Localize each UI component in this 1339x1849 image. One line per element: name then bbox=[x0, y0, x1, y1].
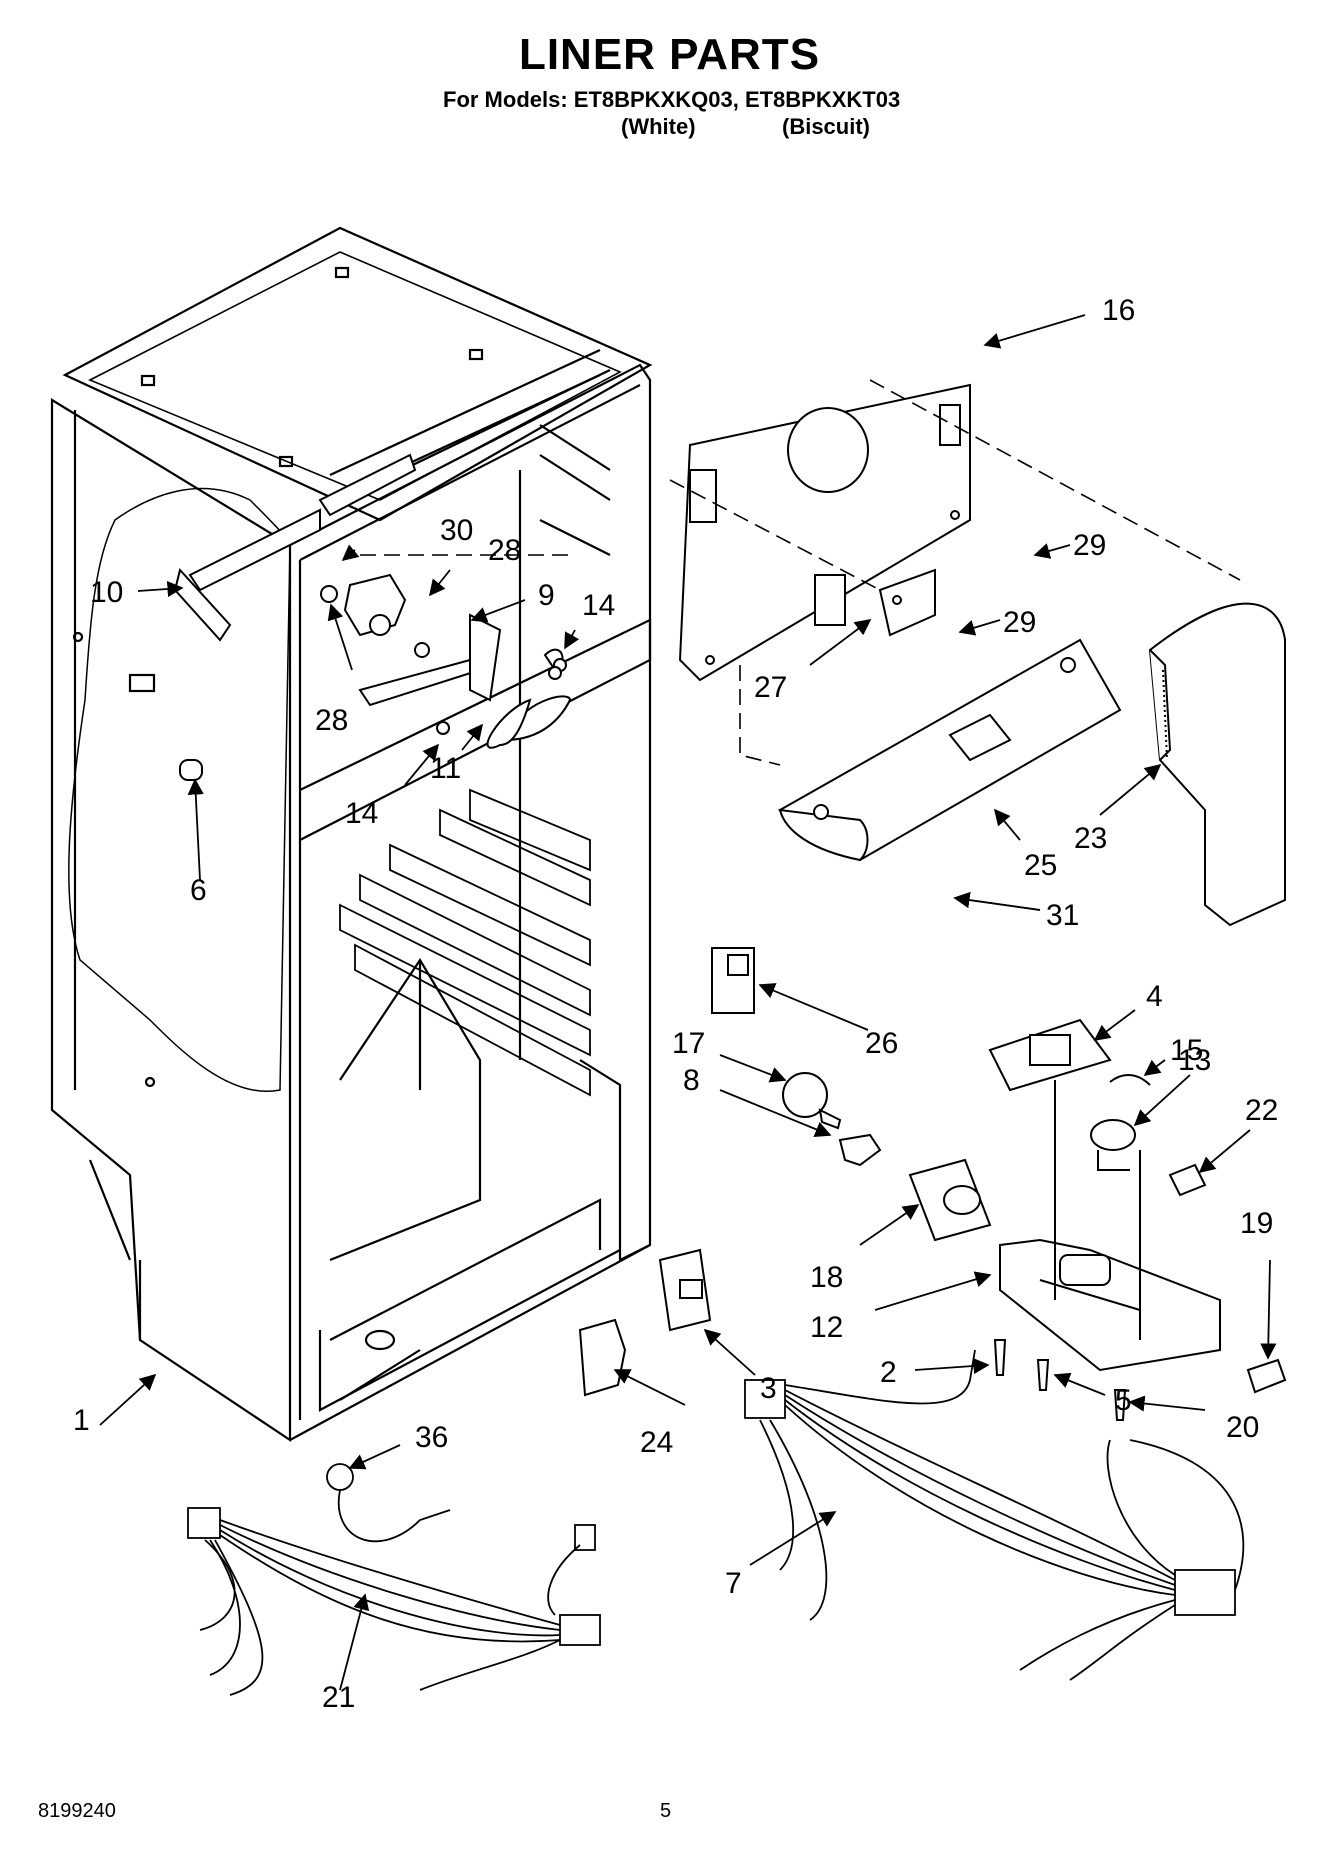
callout-14a: 14 bbox=[582, 589, 615, 622]
callout-11: 11 bbox=[430, 752, 461, 785]
document-number: 8199240 bbox=[38, 1800, 116, 1822]
callout-21: 21 bbox=[322, 1681, 355, 1714]
callout-26: 26 bbox=[865, 1027, 898, 1060]
model-list: For Models: ET8BPKXKQ03, ET8BPKXKT03 bbox=[443, 87, 901, 112]
callout-13: 13 bbox=[1178, 1044, 1211, 1077]
callout-36: 36 bbox=[415, 1421, 448, 1454]
callout-30: 30 bbox=[440, 514, 473, 547]
callout-3: 3 bbox=[760, 1372, 777, 1405]
callout-29b: 29 bbox=[1003, 606, 1036, 639]
callout-9: 9 bbox=[538, 579, 555, 612]
page-number: 5 bbox=[660, 1800, 672, 1822]
callout-20: 20 bbox=[1226, 1411, 1259, 1444]
evaporator-cover-panel bbox=[678, 383, 971, 682]
air-diffuser bbox=[1148, 602, 1286, 927]
callout-5: 5 bbox=[1115, 1384, 1132, 1417]
light-shield bbox=[778, 638, 1122, 862]
callout-28b: 28 bbox=[315, 704, 348, 737]
callout-24: 24 bbox=[640, 1426, 673, 1459]
evaporator-fan-assembly bbox=[173, 453, 572, 781]
light-and-control-parts bbox=[578, 947, 1287, 1421]
callout-22: 22 bbox=[1245, 1094, 1278, 1127]
alignment-dashed-lines bbox=[360, 379, 1241, 766]
callout-12: 12 bbox=[810, 1311, 843, 1344]
callout-10: 10 bbox=[90, 576, 123, 609]
callout-14b: 14 bbox=[345, 797, 378, 830]
callout-18: 18 bbox=[810, 1261, 843, 1294]
callout-23: 23 bbox=[1074, 822, 1107, 855]
callout-numbers: 1 2 3 4 5 6 7 8 9 10 11 12 13 14 14 15 1… bbox=[73, 294, 1278, 1714]
leader-lines bbox=[99, 314, 1277, 1691]
callout-29a: 29 bbox=[1073, 529, 1106, 562]
callout-25: 25 bbox=[1024, 849, 1057, 882]
callout-2: 2 bbox=[880, 1356, 897, 1389]
variant-biscuit-label: (Biscuit) bbox=[782, 114, 870, 139]
page-title: LINER PARTS bbox=[518, 30, 821, 79]
liner-cabinet bbox=[50, 226, 653, 1443]
callout-19: 19 bbox=[1240, 1207, 1273, 1240]
callout-4: 4 bbox=[1146, 980, 1163, 1013]
wire-harness-21 bbox=[187, 1463, 601, 1696]
callout-6: 6 bbox=[190, 874, 207, 907]
callout-8: 8 bbox=[683, 1064, 700, 1097]
callout-17: 17 bbox=[672, 1027, 705, 1060]
callout-16: 16 bbox=[1102, 294, 1135, 327]
callout-1: 1 bbox=[73, 1404, 90, 1437]
callout-31: 31 bbox=[1046, 899, 1079, 932]
callout-28a: 28 bbox=[488, 534, 521, 567]
callout-15: 15 bbox=[1170, 1034, 1203, 1067]
wire-harness-7 bbox=[744, 1349, 1245, 1681]
variant-white-label: (White) bbox=[621, 114, 696, 139]
callout-27: 27 bbox=[754, 671, 787, 704]
callout-7: 7 bbox=[725, 1567, 742, 1600]
